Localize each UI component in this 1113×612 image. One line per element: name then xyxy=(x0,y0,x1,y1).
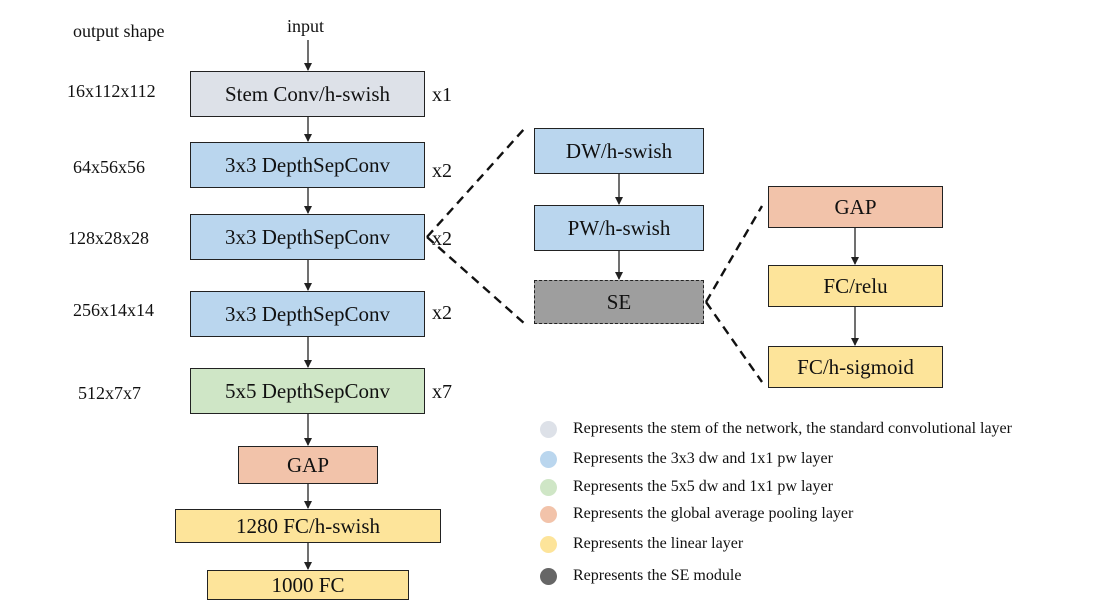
repeat-label-dsc3: x2 xyxy=(432,302,452,324)
shape-label-dsc5: 512x7x7 xyxy=(78,383,141,403)
repeat-label-dsc2: x2 xyxy=(432,228,452,250)
gap-block: GAP xyxy=(238,446,378,484)
legend-text: Represents the linear layer xyxy=(573,535,744,552)
se-fc-relu-block: FC/relu xyxy=(768,265,943,307)
repeat-label-stem: x1 xyxy=(432,84,452,106)
zoom-dashed-line xyxy=(704,205,764,303)
zoom-dashed-line xyxy=(426,127,526,238)
legend-swatch xyxy=(540,478,557,496)
legend-item-linear: Represents the linear layer xyxy=(540,533,743,555)
output-shape-header: output shape xyxy=(73,21,165,41)
legend-swatch xyxy=(540,535,557,553)
stem-conv-block: Stem Conv/h-swish xyxy=(190,71,425,117)
legend-swatch xyxy=(540,450,557,468)
legend-item-se: Represents the SE module xyxy=(540,565,741,587)
depthsepconv-label-1: 3x3 DepthSepConv xyxy=(224,152,391,177)
depthsepconv-block-3: 3x3 DepthSepConv xyxy=(190,291,425,337)
pw-hswish-block: PW/h-swish xyxy=(534,205,704,251)
se-fc-relu-label: FC/relu xyxy=(823,273,888,298)
stem-conv-label: Stem Conv/h-swish xyxy=(224,81,391,106)
legend-text: Represents the 3x3 dw and 1x1 pw layer xyxy=(573,450,833,467)
gap-label: GAP xyxy=(286,452,329,477)
zoom-dashed-line xyxy=(705,301,763,383)
depthsepconv-label-2: 3x3 DepthSepConv xyxy=(224,224,391,249)
depthsepconv-block-1: 3x3 DepthSepConv xyxy=(190,142,425,188)
legend-swatch xyxy=(540,567,557,585)
legend-item-stem: Represents the stem of the network, the … xyxy=(540,418,1012,440)
depthsepconv-5x5-label: 5x5 DepthSepConv xyxy=(224,378,391,403)
fc-1000-label: 1000 FC xyxy=(271,572,345,597)
legend-item-3x3: Represents the 3x3 dw and 1x1 pw layer xyxy=(540,448,833,470)
shape-label-stem: 16x112x112 xyxy=(67,81,156,101)
legend-item-gap: Represents the global average pooling la… xyxy=(540,503,853,525)
legend-text: Represents the SE module xyxy=(573,567,742,584)
depthsepconv-5x5-block: 5x5 DepthSepConv xyxy=(190,368,425,414)
se-module-label: SE xyxy=(606,289,632,314)
zoom-dashed-line xyxy=(426,236,526,325)
input-label: input xyxy=(287,16,325,36)
fc-1000-block: 1000 FC xyxy=(207,570,409,600)
legend-swatch xyxy=(540,505,557,523)
fc-1280-block: 1280 FC/h-swish xyxy=(175,509,441,543)
se-fc-hsigmoid-block: FC/h-sigmoid xyxy=(768,346,943,388)
legend-text: Represents the global average pooling la… xyxy=(573,505,854,522)
se-gap-label: GAP xyxy=(834,194,877,219)
se-gap-block: GAP xyxy=(768,186,943,228)
legend-text: Represents the 5x5 dw and 1x1 pw layer xyxy=(573,478,833,495)
dw-hswish-block: DW/h-swish xyxy=(534,128,704,174)
legend-text: Represents the stem of the network, the … xyxy=(573,420,1012,437)
legend-item-5x5: Represents the 5x5 dw and 1x1 pw layer xyxy=(540,476,833,498)
fc-1280-label: 1280 FC/h-swish xyxy=(235,513,381,538)
shape-label-dsc3: 256x14x14 xyxy=(73,300,154,320)
depthsepconv-label-3: 3x3 DepthSepConv xyxy=(224,301,391,326)
se-module-block: SE xyxy=(534,280,704,324)
pw-hswish-label: PW/h-swish xyxy=(567,215,671,240)
repeat-label-dsc1: x2 xyxy=(432,160,452,182)
legend-swatch xyxy=(540,420,557,438)
shape-label-dsc2: 128x28x28 xyxy=(68,228,149,248)
repeat-label-dsc5: x7 xyxy=(432,381,452,403)
se-fc-hsigmoid-label: FC/h-sigmoid xyxy=(797,354,914,379)
dw-hswish-label: DW/h-swish xyxy=(565,138,673,163)
shape-label-dsc1: 64x56x56 xyxy=(73,157,145,177)
depthsepconv-block-2: 3x3 DepthSepConv xyxy=(190,214,425,260)
